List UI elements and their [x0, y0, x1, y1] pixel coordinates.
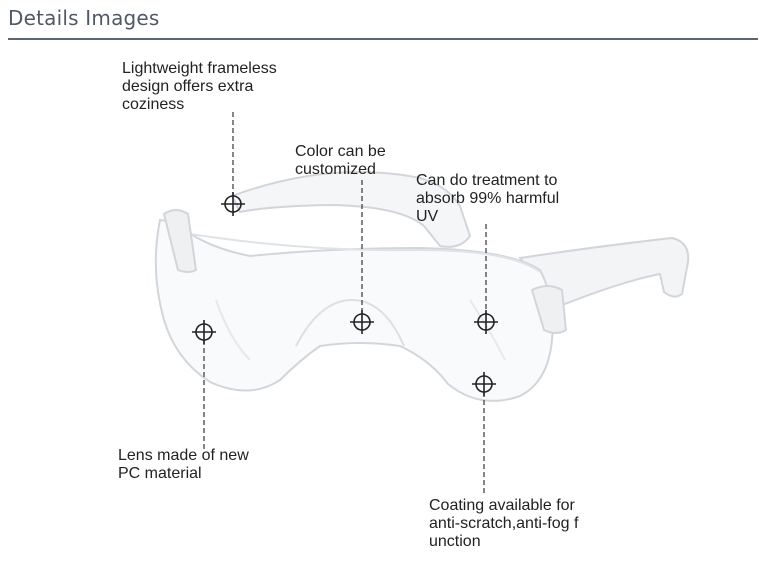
crosshair-icon	[474, 310, 498, 334]
section-title: Details Images	[8, 6, 160, 30]
crosshair-icon	[221, 192, 245, 216]
callout-color-customized: Color can be customized	[295, 143, 386, 178]
crosshair-icon	[350, 310, 374, 334]
callout-uv-treatment: Can do treatment to absorb 99% harmful U…	[416, 172, 560, 225]
crosshair-icon	[472, 372, 496, 396]
callout-coating: Coating available for anti-scratch,anti-…	[429, 497, 579, 550]
callout-frameless-design: Lightweight frameless design offers extr…	[122, 60, 277, 113]
section-header: Details Images	[8, 4, 758, 40]
crosshair-icon	[192, 320, 216, 344]
leader-lines	[203, 112, 487, 496]
safety-glasses-image	[154, 171, 690, 402]
callout-pc-lens: Lens made of new PC material	[118, 447, 249, 482]
